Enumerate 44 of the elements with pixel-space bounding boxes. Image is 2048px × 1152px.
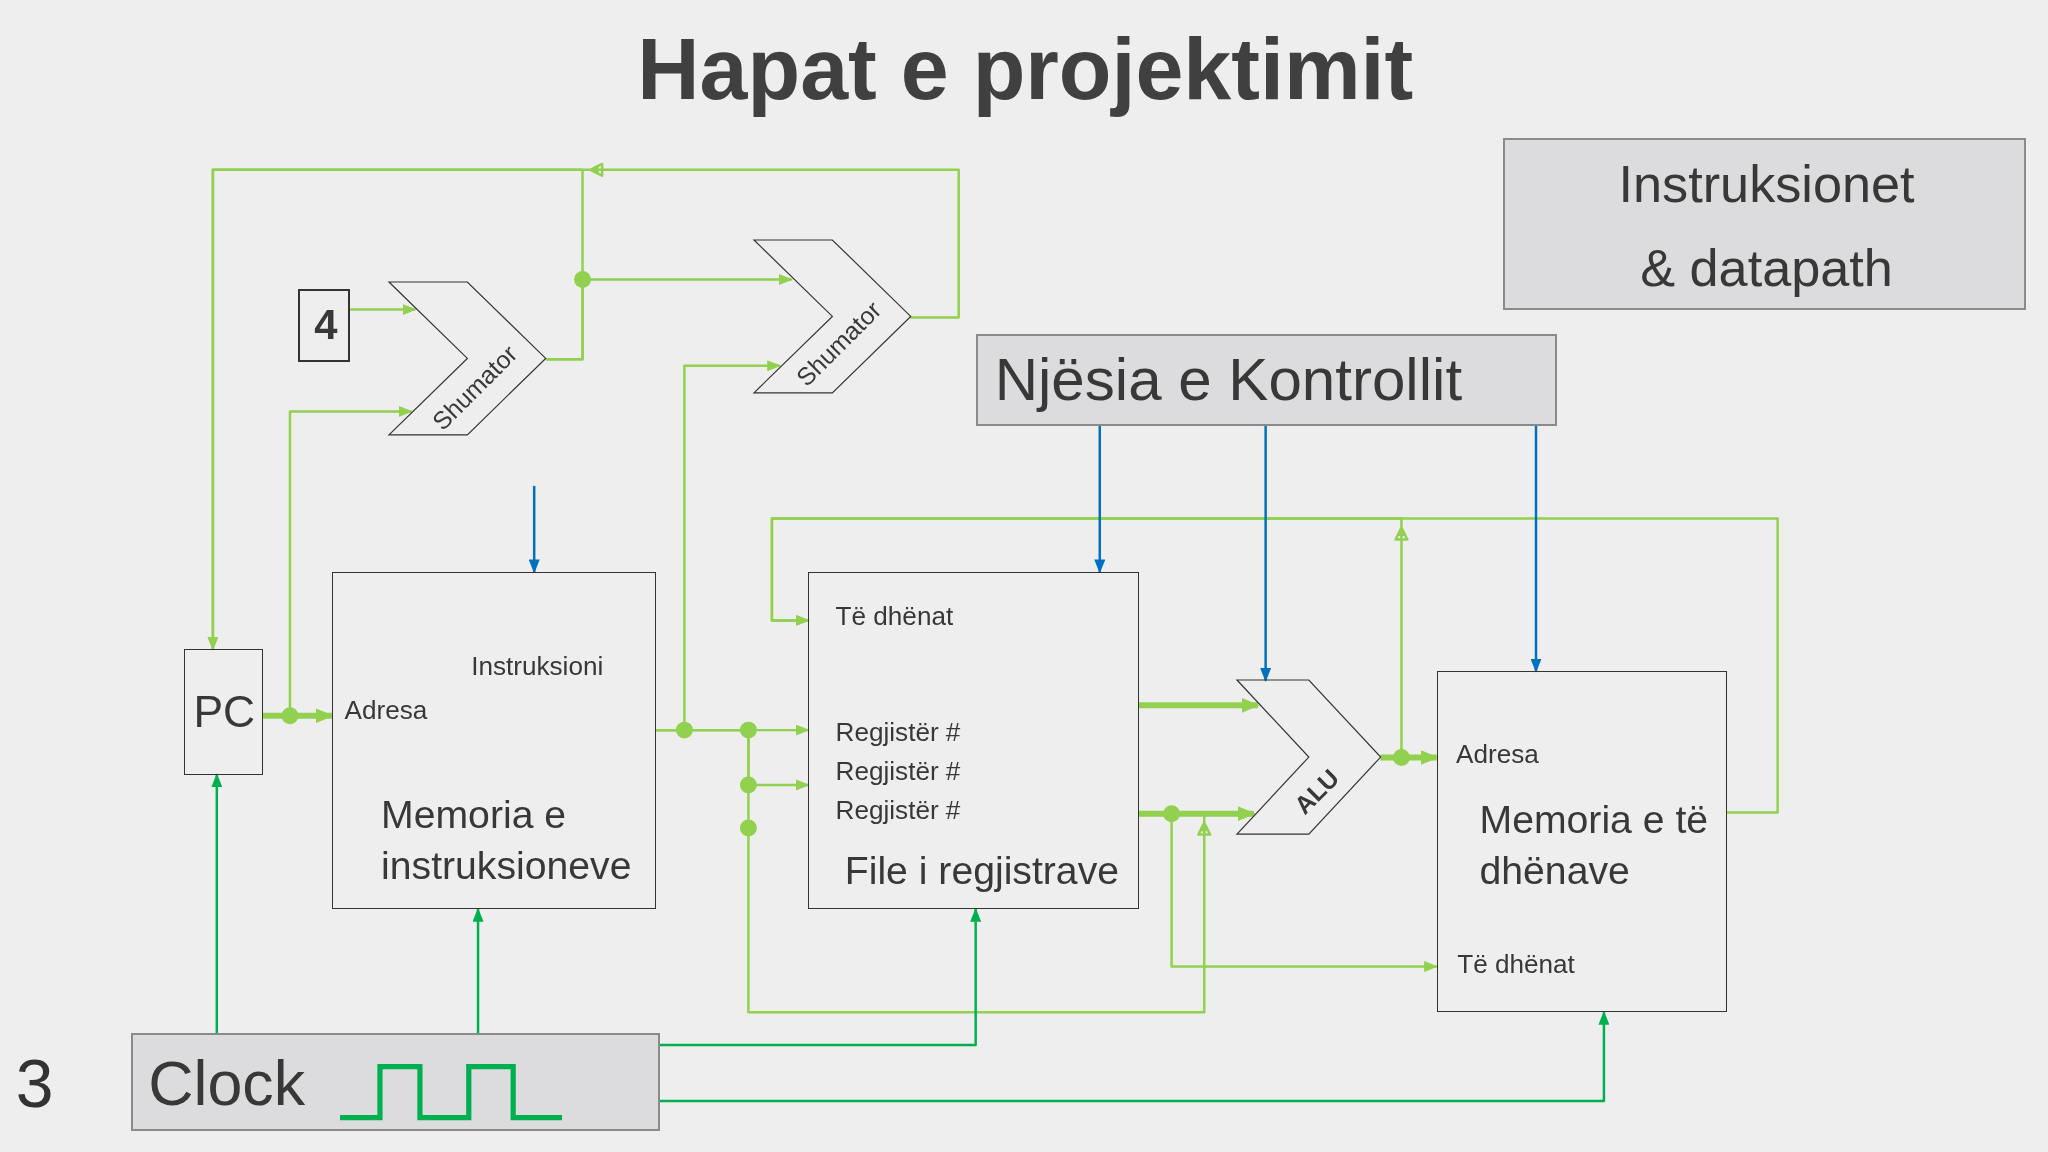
register-file-box: [808, 572, 1139, 910]
memory-box: [1436, 671, 1727, 1013]
port-label: Adresa: [1456, 738, 1539, 771]
arrow: [211, 773, 223, 1034]
node-label: Memoria e të dhënave: [1479, 797, 1710, 895]
node-label: Clock: [148, 1046, 305, 1119]
arrow: [659, 907, 982, 1047]
note-box: [1503, 138, 2026, 310]
port-label: Të dhënat: [835, 600, 954, 632]
arrow: [1138, 697, 1260, 713]
memory-box: [331, 572, 656, 910]
arrow: [1530, 425, 1542, 673]
arrow: [207, 162, 960, 651]
arrow: [1380, 750, 1439, 766]
arrow: [659, 1011, 1610, 1103]
port-label: Regjistër #: [835, 755, 961, 788]
register-box: [184, 649, 263, 775]
port-label: Regjistër #: [835, 716, 961, 749]
port-label: Regjistër #: [835, 795, 961, 827]
chevron-block: [1236, 680, 1381, 835]
chevron-block: [389, 282, 546, 435]
node-label: File i regjistrave: [844, 848, 1120, 895]
arrow: [472, 907, 484, 1034]
node-label: Instruksionet & datapath: [1617, 154, 1916, 299]
constant-box: [297, 288, 351, 362]
arrow: [350, 304, 417, 316]
port-label: Instruksioni: [471, 651, 604, 683]
arrow: [770, 517, 1779, 814]
slide-title: Hapat e projektimit: [637, 20, 1414, 120]
arrow: [528, 485, 540, 574]
node-label: Memoria e instruksioneve: [381, 791, 633, 889]
node-label: PC: [193, 686, 256, 739]
page-number: 3: [15, 1044, 54, 1123]
arrow: [1094, 425, 1106, 574]
arrow: [1260, 425, 1272, 682]
node-label: Njësia e Kontrollit: [994, 345, 1463, 416]
chevron-block: [753, 240, 911, 394]
arrow: [262, 708, 334, 724]
clock-box: [130, 1033, 660, 1132]
port-label: Adresa: [344, 694, 428, 726]
port-label: Të dhënat: [1457, 949, 1575, 981]
arrow: [1138, 806, 1256, 822]
node-label: 4: [314, 299, 338, 350]
control-unit-box: [975, 334, 1557, 426]
